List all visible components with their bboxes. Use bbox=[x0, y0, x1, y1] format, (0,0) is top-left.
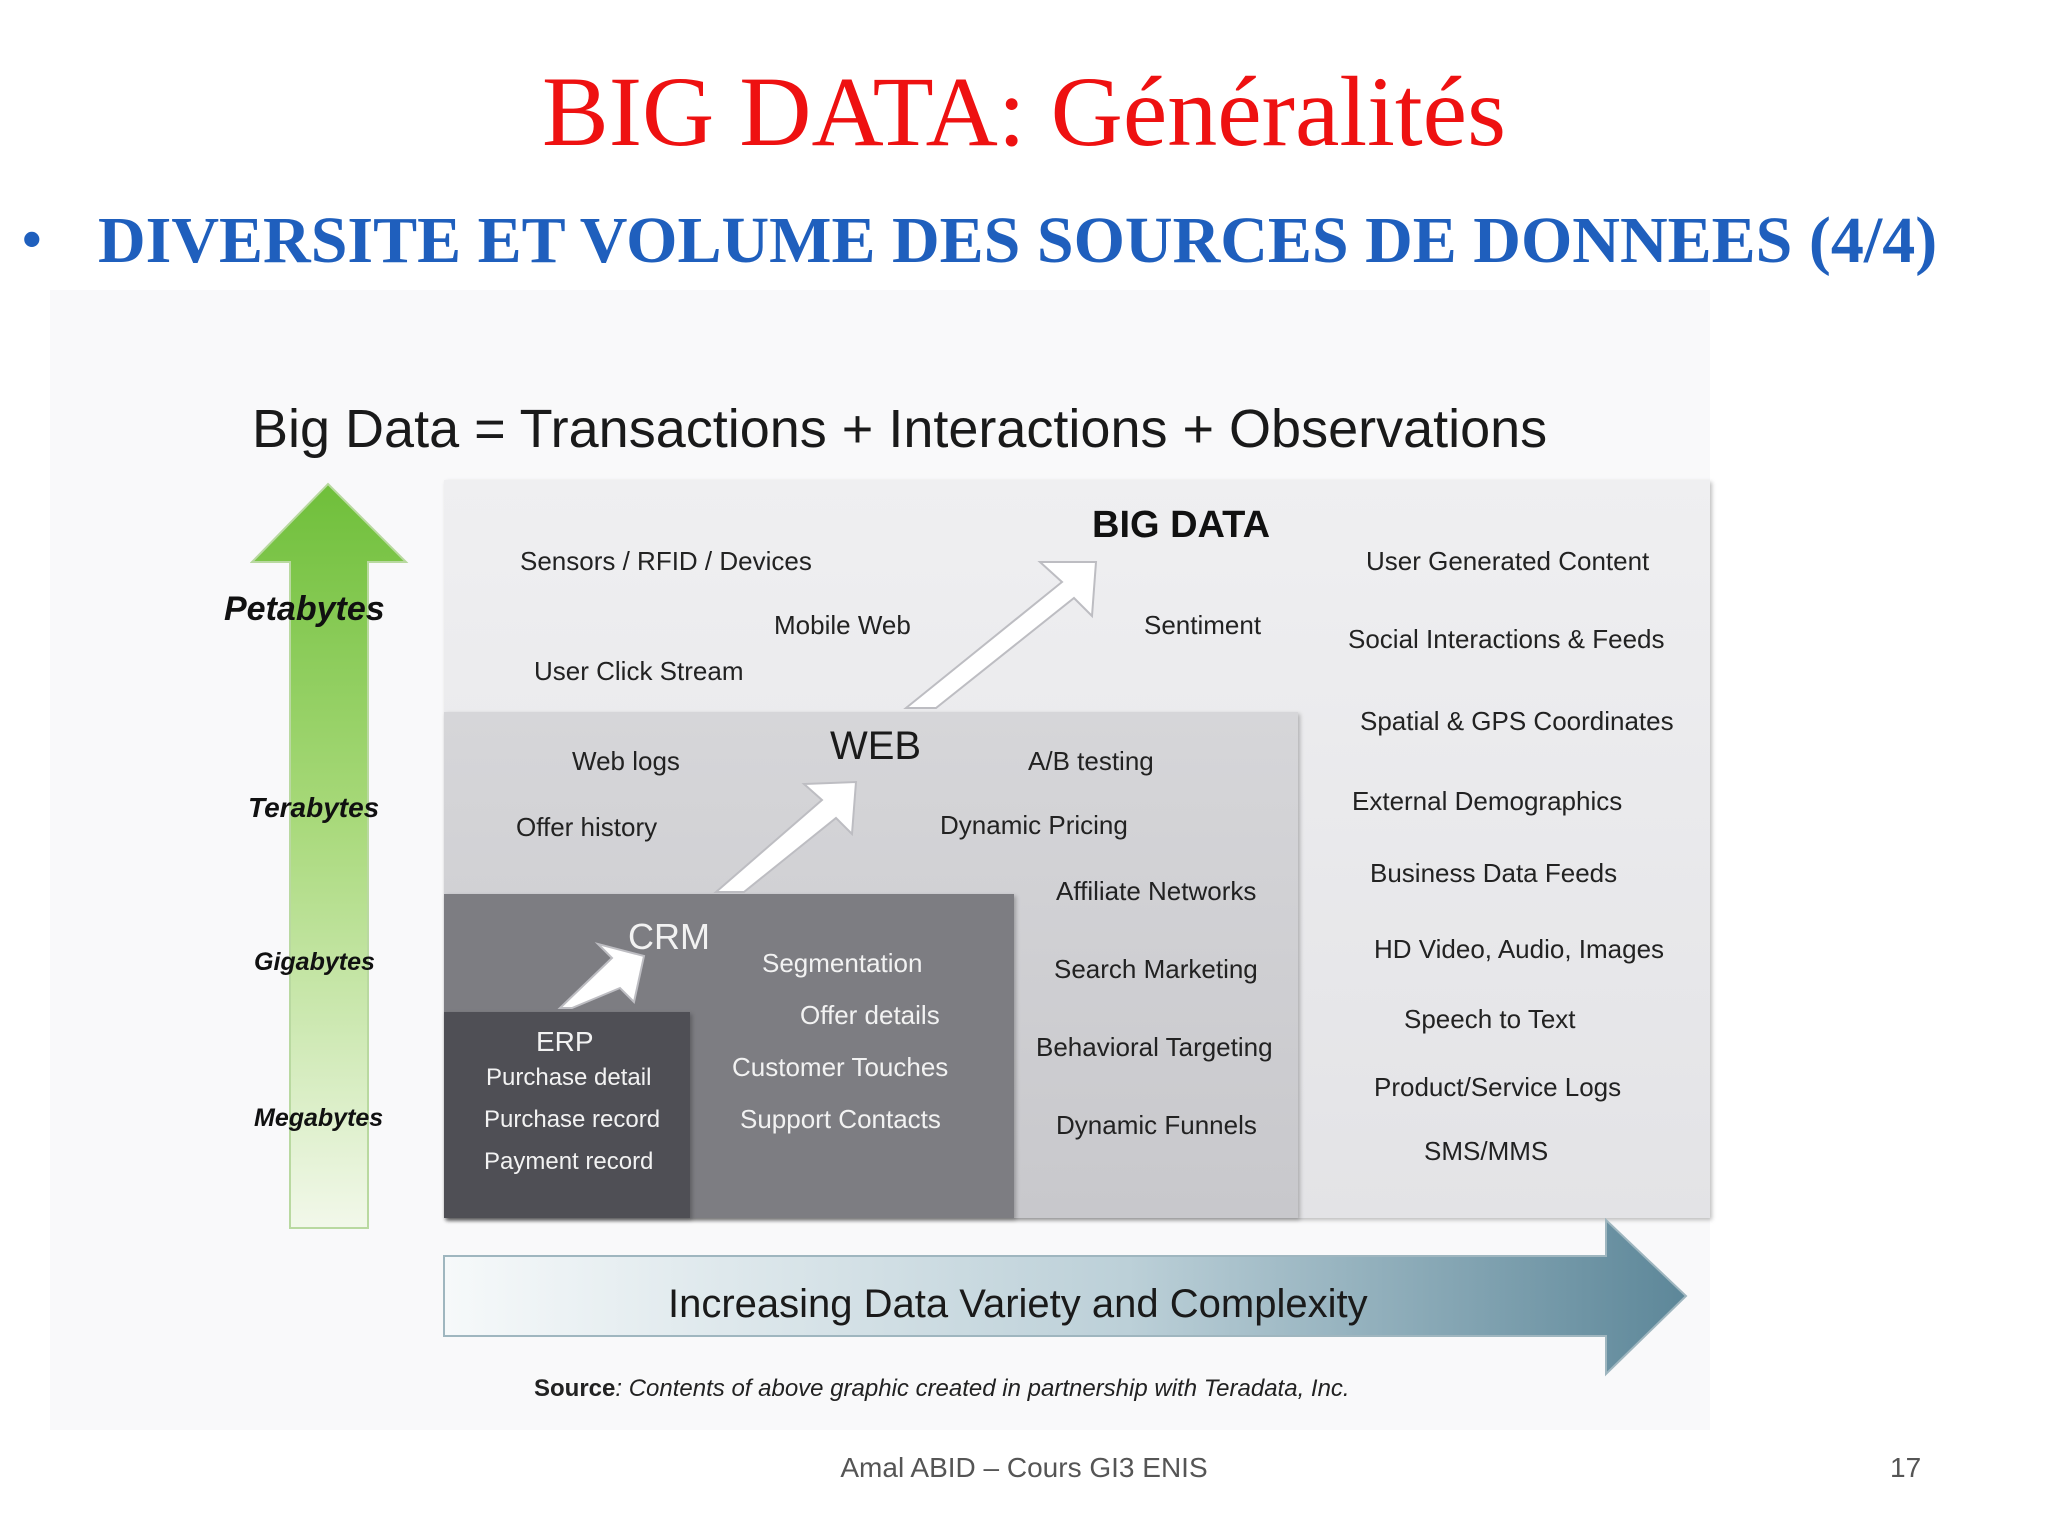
axis-gigabytes: Gigabytes bbox=[254, 948, 375, 976]
big-data-label: BIG DATA bbox=[1092, 504, 1271, 546]
big-data-item: User Click Stream bbox=[534, 656, 744, 686]
big-data-item: Sentiment bbox=[1144, 610, 1262, 640]
erp-item: Payment record bbox=[484, 1148, 654, 1175]
source-text: : Contents of above graphic created in p… bbox=[615, 1375, 1350, 1402]
diagram-equation: Big Data = Transactions + Interactions +… bbox=[252, 399, 1548, 459]
big-data-source: Business Data Feeds bbox=[1370, 858, 1618, 888]
crm-item: Support Contacts bbox=[740, 1104, 941, 1134]
crm-item: Segmentation bbox=[762, 948, 923, 978]
footer-text: Amal ABID – Cours GI3 ENIS bbox=[840, 1452, 1208, 1483]
big-data-source: HD Video, Audio, Images bbox=[1374, 934, 1665, 964]
page-number: 17 bbox=[1890, 1452, 1922, 1483]
crm-item: Offer details bbox=[800, 1000, 940, 1030]
web-label: WEB bbox=[830, 724, 922, 768]
big-data-source: Product/Service Logs bbox=[1374, 1072, 1622, 1102]
slide-subtitle: DIVERSITE ET VOLUME DES SOURCES DE DONNE… bbox=[98, 204, 1938, 277]
web-item: Affiliate Networks bbox=[1056, 876, 1257, 906]
big-data-source: Spatial & GPS Coordinates bbox=[1360, 706, 1674, 736]
variety-arrow-label: Increasing Data Variety and Complexity bbox=[668, 1282, 1368, 1326]
bullet: • bbox=[22, 209, 42, 271]
big-data-source: SMS/MMS bbox=[1424, 1136, 1549, 1166]
variety-arrow-icon bbox=[443, 1218, 1688, 1377]
source-note: Source: Contents of above graphic create… bbox=[534, 1375, 1350, 1403]
slide-title: BIG DATA: Généralités bbox=[542, 56, 1506, 167]
axis-terabytes: Terabytes bbox=[248, 792, 380, 823]
big-data-item: Sensors / RFID / Devices bbox=[520, 546, 812, 576]
big-data-source: User Generated Content bbox=[1366, 546, 1650, 576]
web-item: A/B testing bbox=[1028, 746, 1154, 776]
source-label: Source bbox=[534, 1375, 616, 1402]
web-item: Behavioral Targeting bbox=[1036, 1032, 1273, 1062]
big-data-source: External Demographics bbox=[1352, 786, 1623, 816]
axis-petabytes: Petabytes bbox=[224, 590, 385, 628]
axis-megabytes: Megabytes bbox=[254, 1104, 384, 1132]
big-data-item: Mobile Web bbox=[774, 610, 911, 640]
erp-item: Purchase record bbox=[484, 1106, 661, 1133]
big-data-source: Speech to Text bbox=[1404, 1004, 1576, 1034]
crm-label: CRM bbox=[628, 916, 710, 957]
erp-item: Purchase detail bbox=[486, 1064, 652, 1091]
web-item: Search Marketing bbox=[1054, 954, 1258, 984]
web-item: Dynamic Funnels bbox=[1056, 1110, 1257, 1140]
erp-label: ERP bbox=[536, 1026, 594, 1057]
crm-item: Customer Touches bbox=[732, 1052, 949, 1082]
volume-arrow-icon bbox=[250, 482, 409, 1229]
erp-layer bbox=[444, 1012, 690, 1218]
web-item: Dynamic Pricing bbox=[940, 810, 1128, 840]
web-item: Web logs bbox=[572, 746, 680, 776]
big-data-source: Social Interactions & Feeds bbox=[1348, 624, 1665, 654]
web-item: Offer history bbox=[516, 812, 658, 842]
